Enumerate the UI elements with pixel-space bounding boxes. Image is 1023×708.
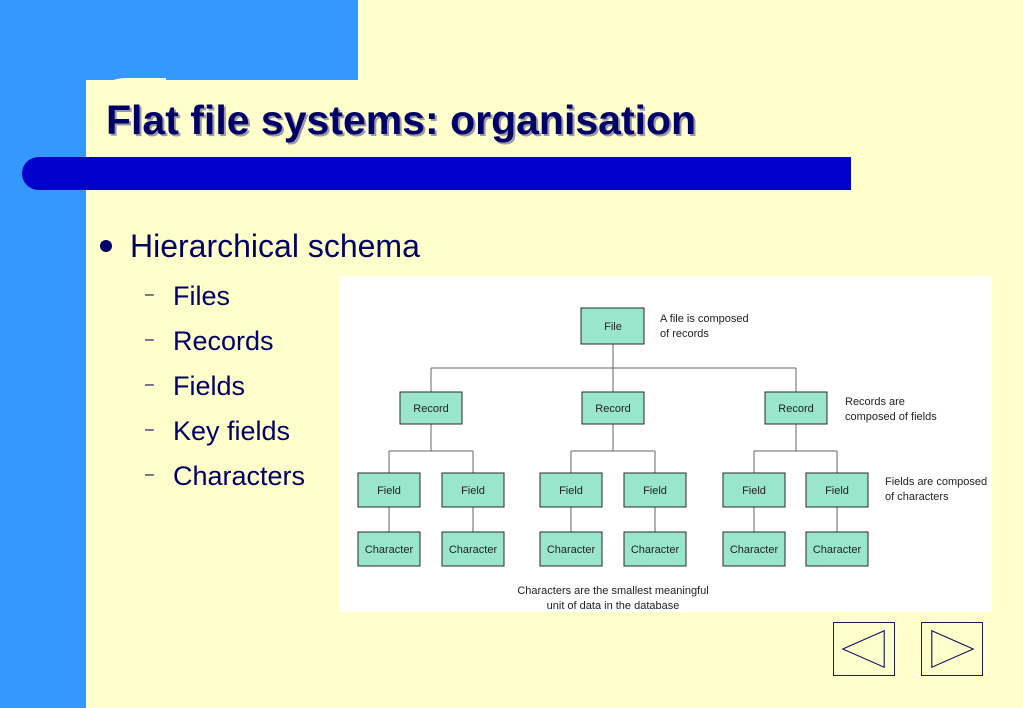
previous-slide-button[interactable] bbox=[833, 622, 895, 676]
bullet-label: Hierarchical schema bbox=[130, 228, 420, 264]
hierarchy-diagram: File A file is composed of records Recor… bbox=[340, 276, 992, 612]
sub-item-label: Key fields bbox=[173, 416, 291, 446]
next-slide-button[interactable] bbox=[921, 622, 983, 676]
sub-item-characters: – Characters bbox=[145, 461, 305, 506]
bullet-hierarchical-schema: Hierarchical schema bbox=[100, 228, 420, 265]
svg-text:Character: Character bbox=[449, 544, 498, 556]
node-field-6: Field bbox=[805, 472, 869, 508]
sub-item-label: Records bbox=[173, 326, 274, 356]
sub-item-key-fields: – Key fields bbox=[145, 416, 305, 461]
bottom-note-line2: unit of data in the database bbox=[547, 600, 680, 612]
svg-text:Field: Field bbox=[559, 485, 583, 497]
bullet-dot-icon bbox=[100, 239, 112, 252]
dash-icon: – bbox=[145, 285, 154, 303]
dash-icon: – bbox=[145, 420, 154, 438]
file-note-line1: A file is composed bbox=[660, 313, 749, 325]
svg-text:Character: Character bbox=[730, 544, 779, 556]
node-record-3: Record bbox=[764, 391, 828, 425]
node-field-2: Field bbox=[441, 472, 505, 508]
dash-icon: – bbox=[145, 375, 154, 393]
slide-title: Flat file systems: organisation bbox=[106, 97, 697, 143]
triangle-right-icon bbox=[931, 629, 975, 669]
bottom-note-line1: Characters are the smallest meaningful bbox=[517, 585, 708, 597]
record-note-line2: composed of fields bbox=[845, 411, 937, 423]
node-field-1: Field bbox=[357, 472, 421, 508]
svg-text:Character: Character bbox=[813, 544, 862, 556]
content-rounded-corner bbox=[86, 78, 166, 158]
node-character-6: Character bbox=[805, 531, 869, 567]
connector-lines bbox=[388, 344, 838, 532]
node-field-5: Field bbox=[722, 472, 786, 508]
sub-item-records: – Records bbox=[145, 326, 305, 371]
node-field-4: Field bbox=[623, 472, 687, 508]
title-underline-bar bbox=[22, 157, 851, 190]
sub-item-fields: – Fields bbox=[145, 371, 305, 416]
svg-text:Record: Record bbox=[595, 403, 630, 415]
svg-text:File: File bbox=[604, 321, 622, 333]
hierarchy-diagram-svg: File A file is composed of records Recor… bbox=[357, 307, 987, 612]
node-character-4: Character bbox=[623, 531, 687, 567]
file-note-line2: of records bbox=[660, 328, 709, 340]
svg-text:Field: Field bbox=[461, 485, 485, 497]
svg-text:Field: Field bbox=[377, 485, 401, 497]
sub-item-label: Characters bbox=[173, 461, 306, 491]
dash-icon: – bbox=[145, 330, 154, 348]
node-character-3: Character bbox=[539, 531, 603, 567]
svg-text:Character: Character bbox=[631, 544, 680, 556]
node-record-2: Record bbox=[581, 391, 645, 425]
sub-item-label: Fields bbox=[173, 371, 246, 401]
dash-icon: – bbox=[145, 465, 154, 483]
node-character-5: Character bbox=[722, 531, 786, 567]
svg-text:Character: Character bbox=[547, 544, 596, 556]
field-note-line2: of characters bbox=[885, 491, 949, 503]
svg-text:Character: Character bbox=[365, 544, 414, 556]
svg-text:Field: Field bbox=[825, 485, 849, 497]
svg-text:Field: Field bbox=[643, 485, 667, 497]
sub-item-label: Files bbox=[173, 281, 231, 311]
node-field-3: Field bbox=[539, 472, 603, 508]
svg-text:Record: Record bbox=[778, 403, 813, 415]
node-character-2: Character bbox=[441, 531, 505, 567]
record-note-line1: Records are bbox=[845, 396, 905, 408]
sub-item-files: – Files bbox=[145, 281, 305, 326]
sub-bullet-list: – Files – Records – Fields – Key fields – Cha… bbox=[145, 281, 305, 506]
node-record-1: Record bbox=[399, 391, 463, 425]
svg-text:Record: Record bbox=[413, 403, 448, 415]
svg-text:Field: Field bbox=[742, 485, 766, 497]
header-corner-block bbox=[86, 0, 358, 80]
node-file: File bbox=[580, 307, 645, 345]
node-character-1: Character bbox=[357, 531, 421, 567]
field-note-line1: Fields are composed bbox=[885, 476, 987, 488]
triangle-left-icon bbox=[841, 629, 885, 669]
